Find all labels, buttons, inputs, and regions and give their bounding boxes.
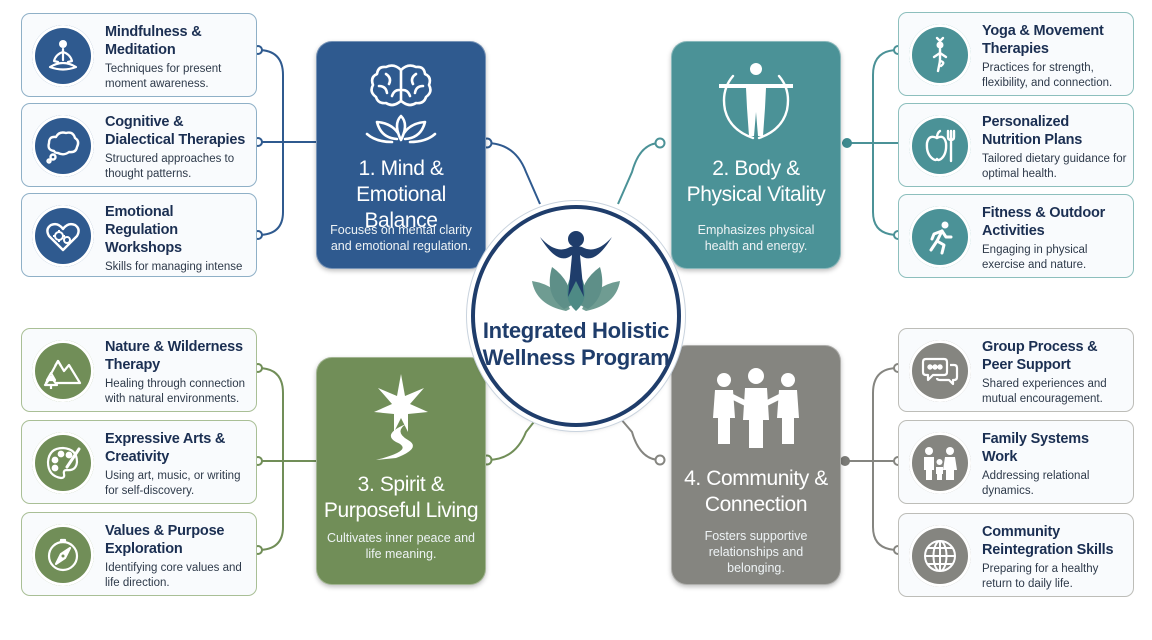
- thought-bubble-icon: [32, 115, 94, 177]
- wellness-person-leaves-logo: [532, 231, 620, 311]
- card-description: Techniques for present moment awareness.: [105, 63, 222, 90]
- running-person-icon: [909, 206, 971, 268]
- family-icon: [909, 432, 971, 494]
- card-title: Values & Purpose Exploration: [105, 523, 225, 557]
- star-path-icon: [374, 374, 428, 460]
- card-description: Identifying core values and life directi…: [105, 562, 242, 589]
- card-emotional-regulation: Emotional Regulation Workshops Skills fo…: [21, 193, 257, 277]
- card-personalized-nutrition: Personalized Nutrition Plans Tailored di…: [898, 103, 1134, 187]
- hub-community-connection: 4. Community & Connection Fosters suppor…: [671, 345, 841, 585]
- card-values-purpose: Values & Purpose Exploration Identifying…: [21, 512, 257, 596]
- card-yoga-movement: Yoga & Movement Therapies Practices for …: [898, 12, 1134, 96]
- body-hub-dot: [842, 138, 852, 148]
- card-description: Using art, music, or writing for self-di…: [105, 470, 241, 497]
- hub-title: 2. Body & Physical Vitality: [686, 157, 826, 206]
- globe-icon: [909, 525, 971, 587]
- card-nature-wilderness: Nature & Wilderness Therapy Healing thro…: [21, 328, 257, 412]
- hub-title: 3. Spirit & Purposeful Living: [323, 473, 479, 522]
- card-title: Nature & Wilderness Therapy: [105, 339, 243, 373]
- card-expressive-arts: Expressive Arts & Creativity Using art, …: [21, 420, 257, 504]
- card-fitness-outdoor: Fitness & Outdoor Activities Engaging in…: [898, 194, 1134, 278]
- center-program-badge: Integrated Holistic Wellness Program: [471, 205, 681, 427]
- card-title: Yoga & Movement Therapies: [982, 23, 1104, 57]
- card-description: Addressing relational dynamics.: [982, 470, 1090, 497]
- group-of-people-icon: [713, 368, 799, 448]
- card-title: Community Reintegration Skills: [982, 524, 1114, 558]
- yoga-pose-icon: [909, 24, 971, 86]
- card-family-systems: Family Systems Work Addressing relationa…: [898, 420, 1134, 504]
- card-title: Emotional Regulation Workshops: [105, 204, 182, 256]
- card-description: Shared experiences and mutual encouragem…: [982, 378, 1107, 405]
- chat-bubbles-icon: [909, 340, 971, 402]
- compass-icon: [32, 524, 94, 586]
- card-description: Structured approaches to thought pattern…: [105, 153, 235, 180]
- brain-lotus-icon: [365, 64, 437, 144]
- community-hub-dot: [840, 456, 850, 466]
- mountains-trees-icon: [32, 340, 94, 402]
- card-title: Fitness & Outdoor Activities: [982, 205, 1106, 239]
- hub-description: Emphasizes physical health and energy.: [697, 223, 815, 253]
- card-mindfulness-meditation: Mindfulness & Meditation Techniques for …: [21, 13, 257, 97]
- card-title: Expressive Arts & Creativity: [105, 431, 226, 465]
- hub-title: 4. Community & Connection: [684, 467, 828, 516]
- card-description: Preparing for a healthy return to daily …: [982, 563, 1099, 590]
- palette-icon: [32, 432, 94, 494]
- hub-mind-emotional-balance: 1. Mind & Emotional Balance Focuses on m…: [316, 41, 486, 269]
- hub-title: 1. Mind & Emotional Balance: [356, 157, 446, 232]
- spirit-connectors: [257, 367, 538, 551]
- card-cognitive-dialectical: Cognitive & Dialectical Therapies Struct…: [21, 103, 257, 187]
- program-title: Integrated Holistic Wellness Program: [482, 318, 670, 370]
- card-description: Healing through connection with natural …: [105, 378, 246, 405]
- heart-gears-icon: [32, 205, 94, 267]
- card-title: Cognitive & Dialectical Therapies: [105, 114, 246, 148]
- card-description: Engaging in physical exercise and nature…: [982, 244, 1088, 271]
- hub-description: Focuses on mental clarity and emotional …: [330, 223, 472, 253]
- card-description: Practices for strength, flexibility, and…: [982, 62, 1113, 89]
- meditation-icon: [32, 25, 94, 87]
- vitruvian-body-icon: [719, 63, 793, 140]
- hub-description: Cultivates inner peace and life meaning.: [327, 531, 476, 561]
- card-title: Group Process & Peer Support: [982, 339, 1098, 373]
- card-title: Mindfulness & Meditation: [105, 24, 202, 58]
- card-group-process: Group Process & Peer Support Shared expe…: [898, 328, 1134, 412]
- card-description: Tailored dietary guidance for optimal he…: [982, 153, 1127, 180]
- apple-fork-icon: [909, 115, 971, 177]
- hub-description: Fosters supportive relationships and bel…: [704, 529, 808, 575]
- card-community-reintegration: Community Reintegration Skills Preparing…: [898, 513, 1134, 597]
- card-title: Family Systems Work: [982, 431, 1089, 465]
- hub-spirit-purposeful-living: 3. Spirit & Purposeful Living Cultivates…: [316, 357, 486, 585]
- hub-body-physical-vitality: 2. Body & Physical Vitality Emphasizes p…: [671, 41, 841, 269]
- card-description: Skills for managing intense emotions.: [105, 261, 243, 273]
- card-title: Personalized Nutrition Plans: [982, 114, 1083, 148]
